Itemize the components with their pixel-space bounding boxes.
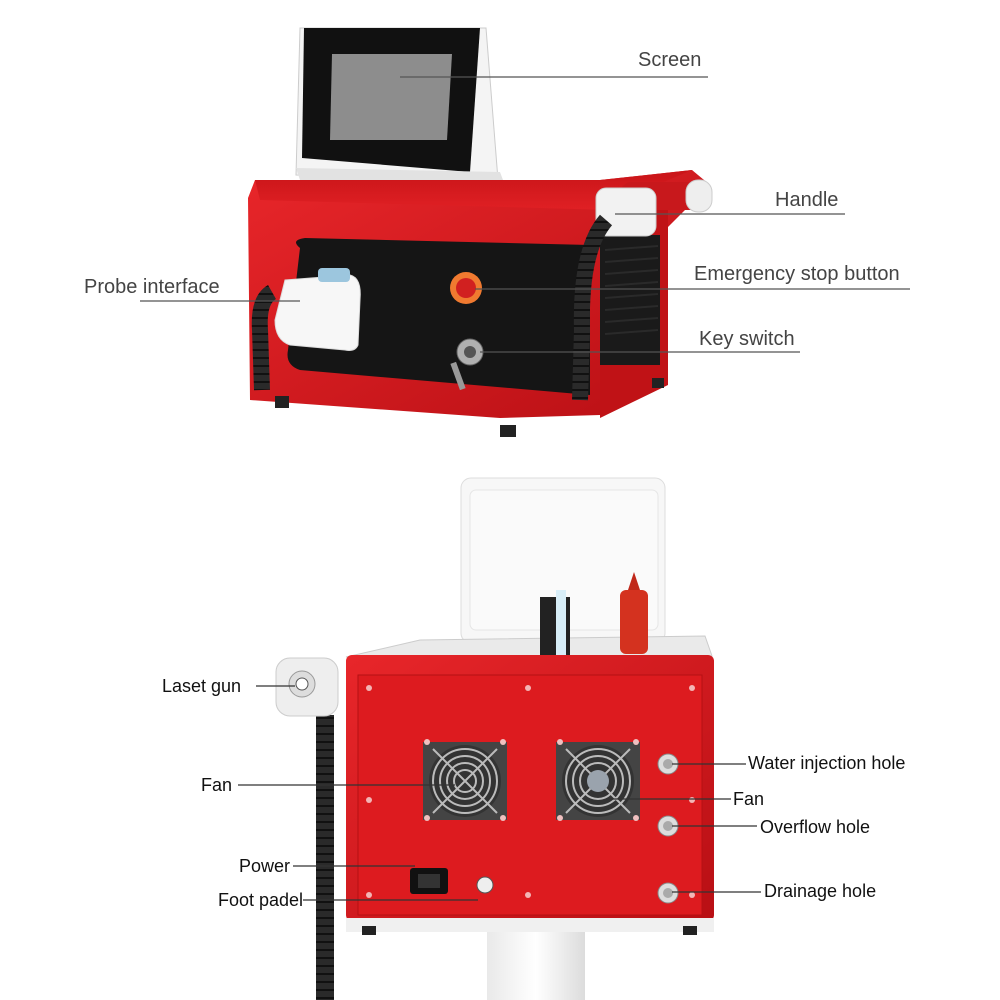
drainage-hole (657, 882, 679, 904)
label-fan-right: Fan (733, 789, 765, 809)
power-socket (410, 868, 448, 894)
label-screen: Screen (638, 49, 702, 71)
overflow-hole (657, 815, 679, 837)
label-fan-left: Fan (201, 775, 233, 795)
back-body (346, 655, 714, 935)
label-foot-pedal: Foot padel (218, 890, 304, 910)
label-overflow-hole: Overflow hole (760, 817, 871, 837)
stand-pole (487, 925, 585, 1000)
probe-handpiece (251, 268, 361, 391)
top-plate (345, 572, 713, 658)
front-view-machine (140, 27, 910, 437)
screen-back (460, 477, 666, 644)
emergency-stop-button (450, 272, 482, 304)
back-callout-lines (238, 685, 761, 901)
foot-pedal-port (476, 876, 494, 894)
laser-gun (275, 657, 339, 1000)
label-drainage-hole: Drainage hole (764, 881, 877, 901)
fan-left (423, 739, 507, 821)
label-water-injection-hole: Water injection hole (748, 753, 906, 773)
back-view-machine (238, 477, 761, 1000)
water-injection-hole (657, 753, 679, 775)
label-laser-gun: Laset gun (162, 676, 242, 696)
handle (572, 179, 713, 401)
fan-right (556, 739, 640, 821)
label-handle: Handle (775, 189, 839, 211)
label-power: Power (239, 856, 291, 876)
label-probe-interface: Probe interface (84, 276, 220, 298)
screen (295, 27, 506, 188)
label-emergency-stop-button: Emergency stop button (694, 263, 900, 285)
front-callout-lines (140, 76, 910, 353)
label-key-switch: Key switch (699, 328, 795, 350)
